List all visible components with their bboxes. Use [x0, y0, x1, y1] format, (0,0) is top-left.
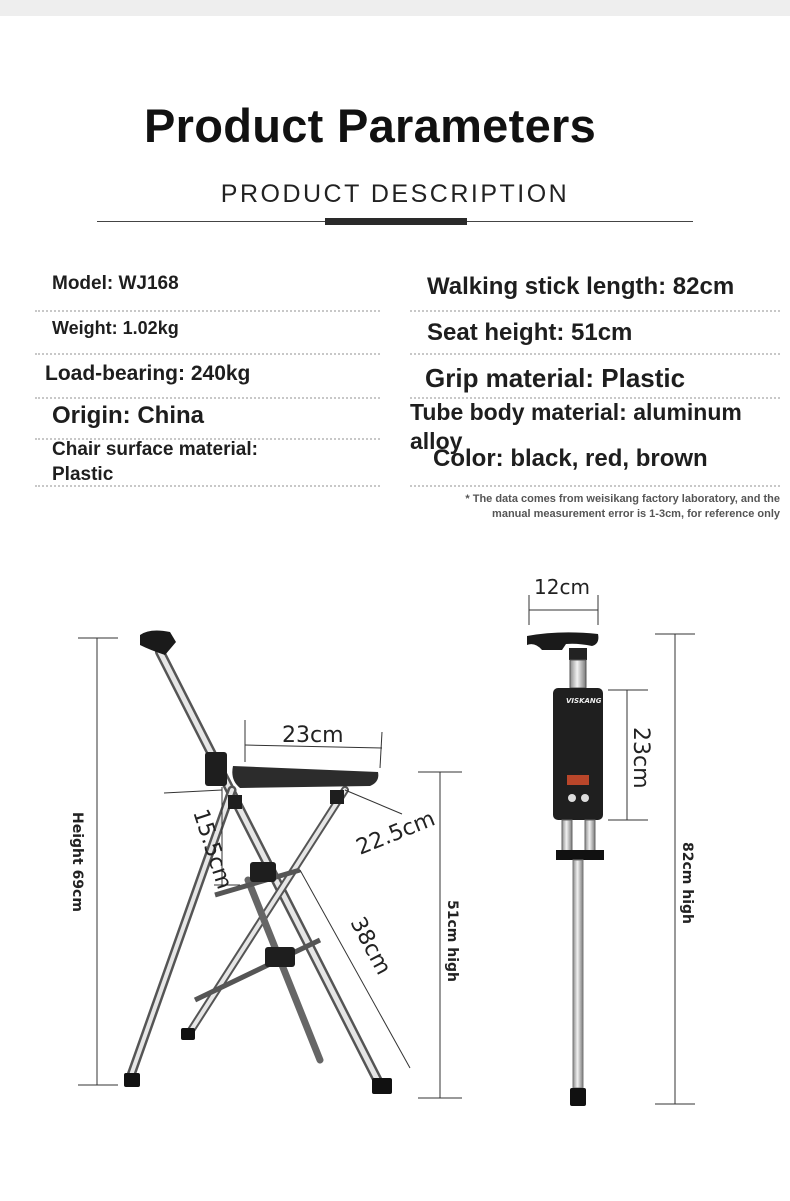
folded-cane-illustration: VISKANG [527, 632, 604, 1106]
spec-color: Color: black, red, brown [433, 445, 708, 472]
divider-dots [35, 485, 380, 487]
spec-weight: Weight: 1.02kg [52, 318, 179, 338]
seat-width-label: 23cm [282, 723, 344, 748]
cane-height-label: 82cm high [679, 842, 695, 924]
chair-seat-height-label: 51cm high [444, 900, 460, 982]
disclaimer-line2: manual measurement error is 1-3cm, for r… [492, 508, 780, 520]
divider-dots [35, 353, 380, 355]
spec-tube-material-line2: alloy [410, 428, 463, 454]
divider-dots [35, 438, 380, 440]
divider-dots [410, 310, 780, 312]
spec-origin: Origin: China [52, 402, 204, 429]
chair-height-label: Height 69cm [69, 812, 85, 912]
upper-leg-label: 15.5cm [187, 806, 236, 892]
spec-chair-material-line1: Chair surface material: [52, 439, 258, 460]
spec-load-bearing: Load-bearing: 240kg [45, 362, 251, 385]
top-strip [0, 0, 790, 16]
grip-width-label: 12cm [534, 575, 590, 599]
divider-dots [410, 397, 780, 399]
page-title: Product Parameters [143, 99, 597, 152]
divider-dots [410, 353, 780, 355]
divider-dots [410, 485, 780, 487]
leg-length-label: 38cm [345, 913, 396, 979]
divider-accent [325, 218, 467, 225]
divider-dots [35, 310, 380, 312]
spec-stick-length: Walking stick length: 82cm [427, 273, 735, 300]
divider-dots [35, 397, 380, 399]
spec-grip-material: Grip material: Plastic [425, 363, 686, 393]
cane-brand-label: VISKANG [566, 697, 602, 705]
dimension-diagram: Height 69cm 23cm 22.5cm 15.5cm 38cm 51cm… [69, 575, 695, 1106]
spec-tube-material-line1: Tube body material: aluminum [410, 399, 742, 425]
cane-chair-illustration [124, 630, 392, 1094]
spec-seat-height: Seat height: 51cm [427, 319, 633, 346]
disclaimer-line1: * The data comes from weisikang factory … [465, 493, 780, 505]
section-subtitle: PRODUCT DESCRIPTION [220, 180, 570, 208]
spec-chair-material-line2: Plastic [52, 464, 114, 485]
disclaimer-note: * The data comes from weisikang factory … [400, 492, 780, 522]
cane-body-length-label: 23cm [628, 727, 653, 789]
spec-model: Model: WJ168 [52, 273, 179, 294]
seat-depth-label: 22.5cm [353, 806, 439, 860]
